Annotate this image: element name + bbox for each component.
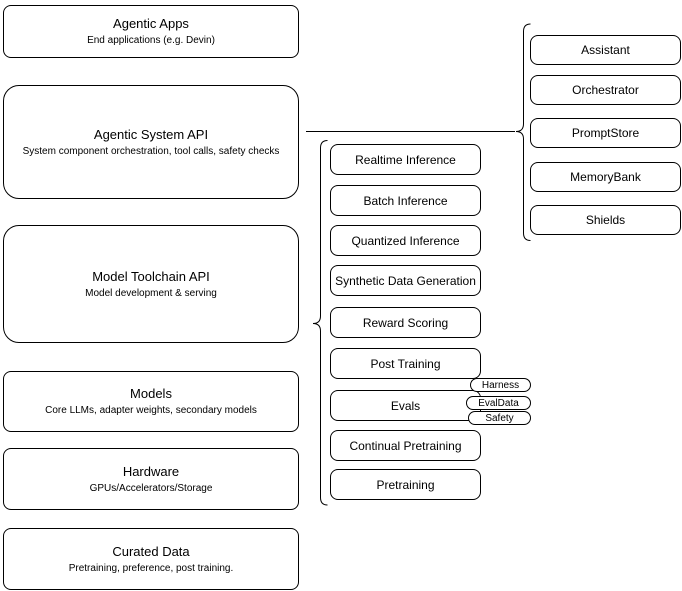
node-subtitle: Model development & serving [85,287,217,299]
node-title: Models [130,386,172,401]
bracket-toolchain-services [312,140,328,506]
pill-harness: Harness [470,378,531,392]
node-evals: Evals [330,390,481,421]
node-pretraining: Pretraining [330,469,481,500]
node-assistant: Assistant [530,35,681,65]
node-agentic-apps: Agentic Apps End applications (e.g. Devi… [3,5,299,58]
node-model-toolchain-api: Model Toolchain API Model development & … [3,225,299,343]
node-quantized-inference: Quantized Inference [330,225,481,256]
node-subtitle: End applications (e.g. Devin) [87,35,215,46]
node-post-training: Post Training [330,348,481,379]
pill-safety: Safety [468,411,531,425]
node-reward-scoring: Reward Scoring [330,307,481,338]
node-shields: Shields [530,205,681,235]
node-title: Agentic System API [93,126,209,142]
node-batch-inference: Batch Inference [330,185,481,216]
node-curated-data: Curated Data Pretraining, preference, po… [3,528,299,590]
pill-evaldata: EvalData [466,396,531,410]
node-continual-pretraining: Continual Pretraining [330,430,481,461]
node-subtitle: System component orchestration, tool cal… [22,145,280,157]
bracket-system-components [515,23,531,241]
node-title: Agentic Apps [113,16,189,31]
node-subtitle: Core LLMs, adapter weights, secondary mo… [45,405,257,416]
node-title: Curated Data [112,543,190,559]
node-title: Model Toolchain API [92,268,210,284]
node-subtitle: Pretraining, preference, post training. [68,562,234,574]
node-realtime-inference: Realtime Inference [330,144,481,175]
node-memorybank: MemoryBank [530,162,681,192]
node-agentic-system-api: Agentic System API System component orch… [3,85,299,199]
node-models: Models Core LLMs, adapter weights, secon… [3,371,299,432]
node-title: Hardware [122,463,180,479]
node-synthetic-data-generation: Synthetic Data Generation [330,265,481,296]
node-orchestrator: Orchestrator [530,75,681,105]
node-promptstore: PromptStore [530,118,681,148]
node-subtitle: GPUs/Accelerators/Storage [89,482,213,494]
node-hardware: Hardware GPUs/Accelerators/Storage [3,448,299,510]
